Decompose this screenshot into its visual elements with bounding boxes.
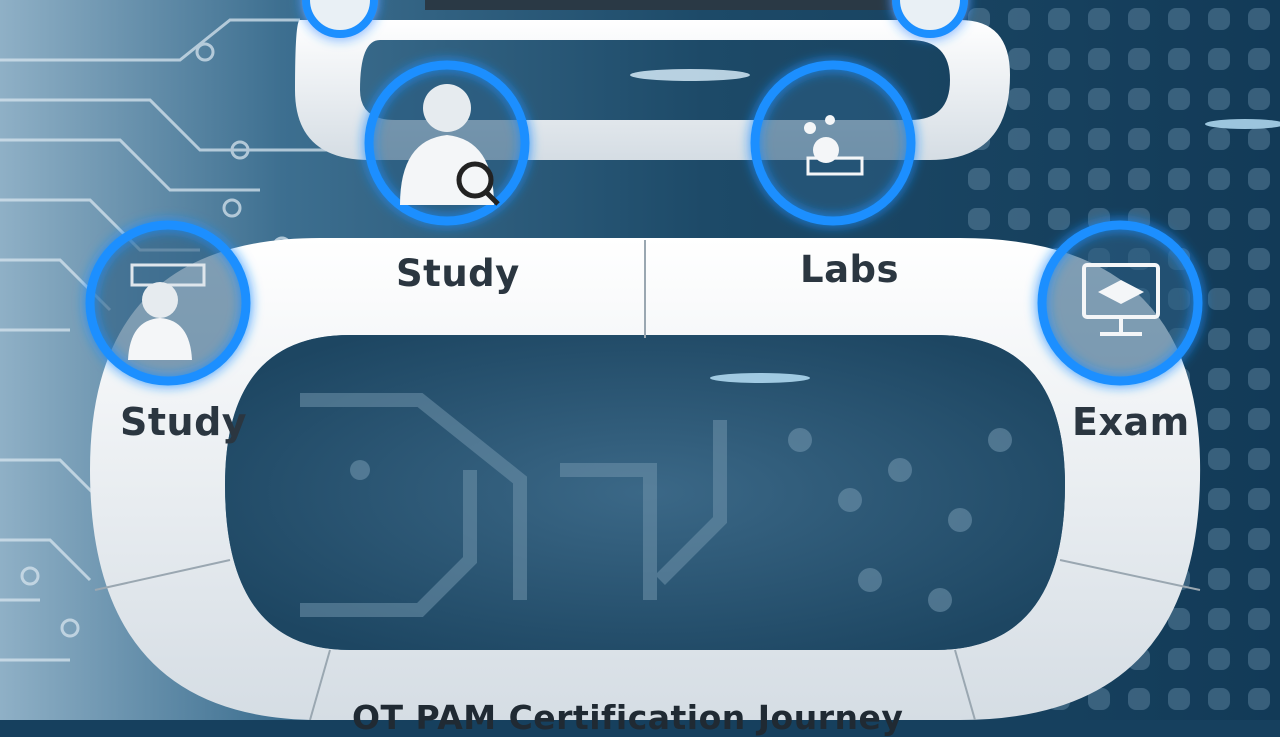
upper-bar — [425, 0, 905, 10]
stage-label-exam: Exam — [1072, 400, 1190, 444]
track-seams — [94, 240, 1201, 720]
doctor-search-icon — [364, 60, 530, 226]
journey-title: OT PAM Certification Journey — [352, 698, 904, 737]
certification-journey-graphic — [0, 0, 1280, 720]
stage-label-study-left: Study — [120, 400, 248, 444]
circuit-traces — [0, 18, 330, 662]
top-left-partial-ring — [302, 0, 378, 38]
light-flares — [630, 69, 1280, 383]
exam-computer-icon — [1037, 220, 1203, 386]
inner-dots — [350, 428, 1012, 612]
lab-people-icon — [85, 220, 251, 386]
top-right-partial-ring — [892, 0, 968, 38]
lab-equipment-icon — [750, 60, 916, 226]
stage-label-study-top: Study — [396, 252, 520, 295]
inner-circuit-traces — [300, 393, 727, 617]
stage-label-labs: Labs — [800, 248, 900, 291]
